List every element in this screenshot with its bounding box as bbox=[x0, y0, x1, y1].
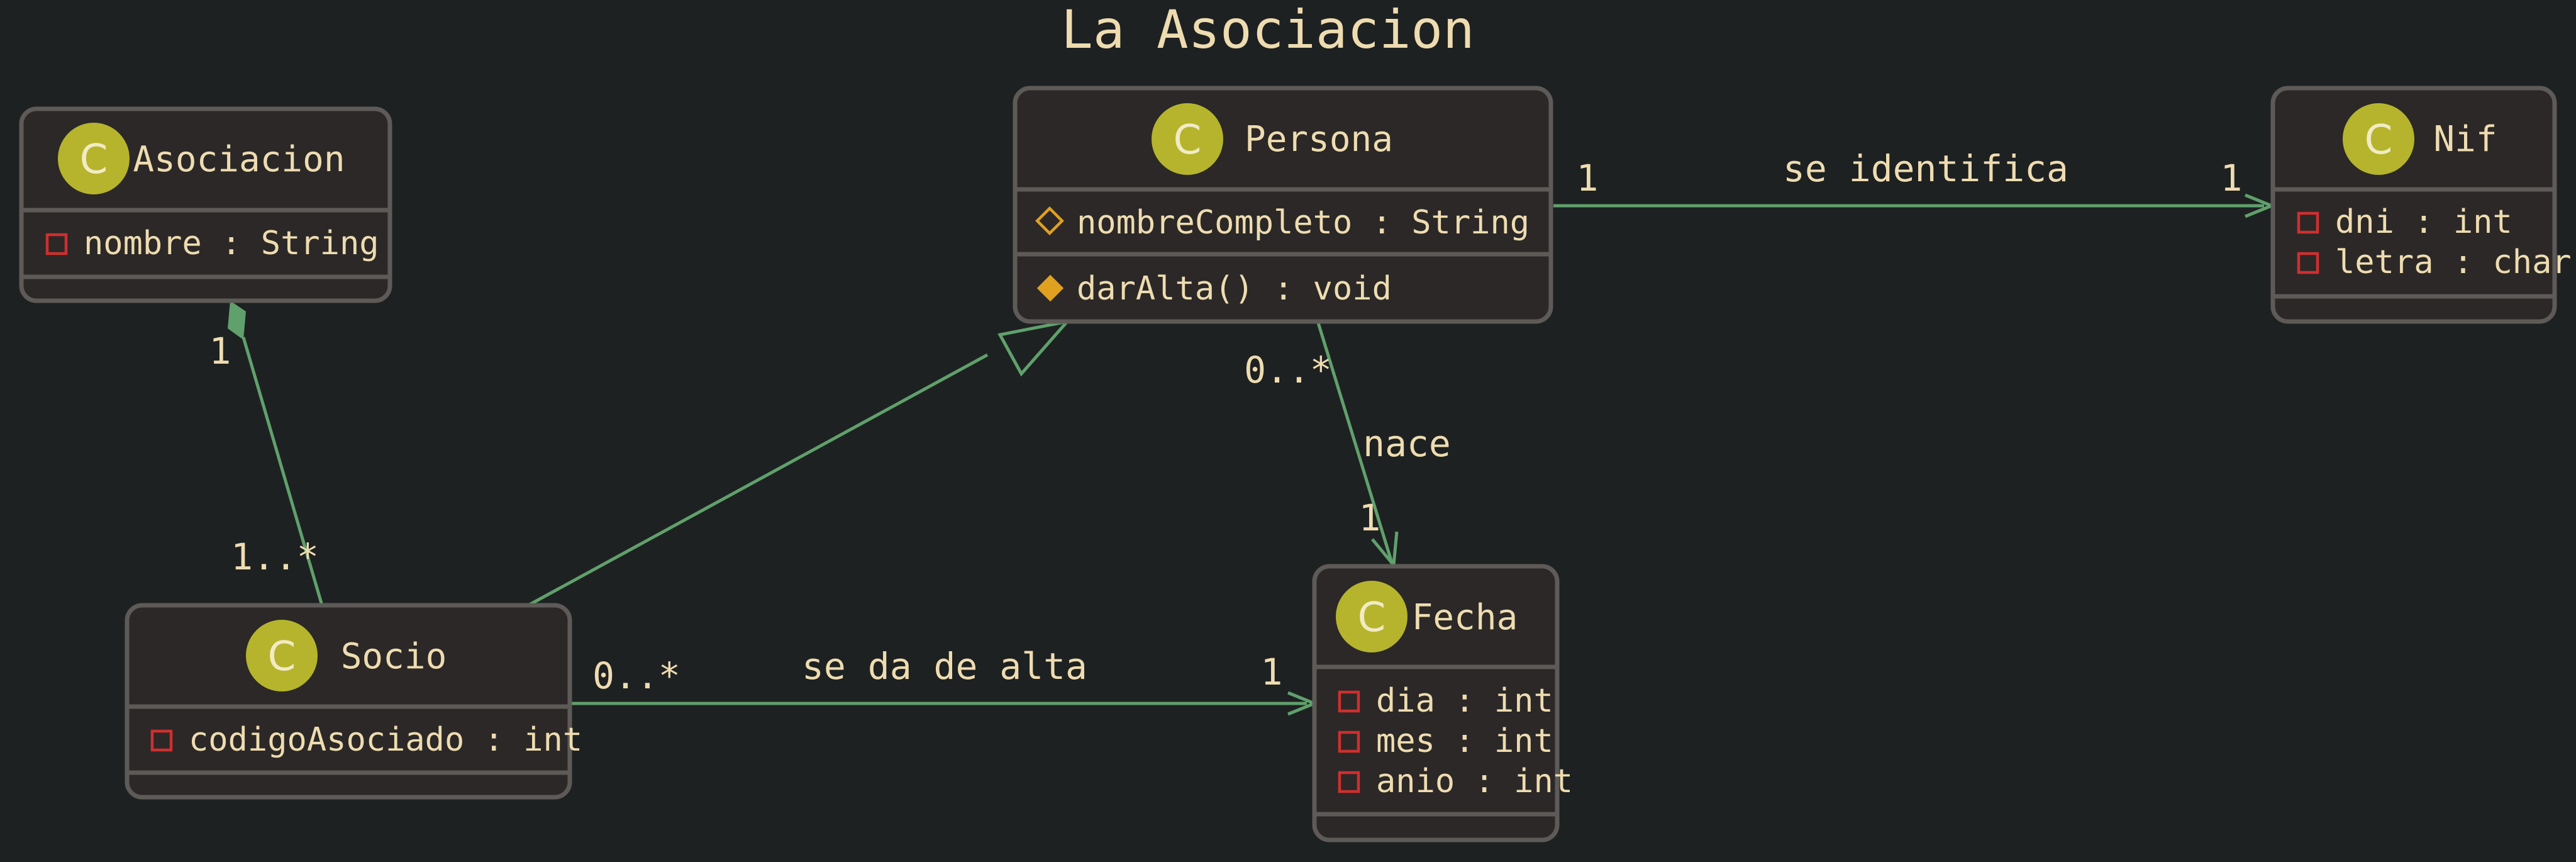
relation-persona-fecha: nace 0..* 1 bbox=[1244, 322, 1451, 569]
private-attribute-icon bbox=[1338, 730, 1360, 753]
attribute-anio: anio : int bbox=[1376, 763, 1573, 800]
class-nif[interactable]: C Nif dni : int letra : char bbox=[2270, 86, 2572, 324]
multiplicity-nif-side: 1 bbox=[2221, 157, 2243, 199]
private-attribute-icon bbox=[1338, 690, 1360, 713]
class-icon bbox=[58, 123, 130, 194]
relation-socio-fecha: se da de alta 0..* 1 bbox=[570, 645, 1319, 716]
multiplicity-persona-side: 1 bbox=[1577, 157, 1599, 199]
class-name-nif: Nif bbox=[2433, 119, 2497, 160]
attribute-dia: dia : int bbox=[1376, 682, 1553, 720]
composition-diamond bbox=[228, 301, 246, 340]
class-name-socio: Socio bbox=[341, 636, 447, 677]
class-icon bbox=[246, 620, 318, 691]
multiplicity-socio-side: 1..* bbox=[231, 535, 319, 578]
relation-asociacion-socio: 1 1..* bbox=[209, 301, 324, 606]
class-socio[interactable]: C Socio codigoAsociado : int bbox=[125, 603, 582, 800]
attribute-dni: dni : int bbox=[2335, 203, 2512, 241]
attribute-mes: mes : int bbox=[1376, 722, 1553, 760]
multiplicity-socio-fecha-source: 0..* bbox=[592, 654, 680, 697]
relation-socio-persona-generalization bbox=[527, 319, 1072, 607]
relation-persona-nif: se identifica 1 1 bbox=[1553, 147, 2276, 218]
multiplicity-persona-fecha-source: 0..* bbox=[1244, 349, 1332, 391]
attribute-nombreCompleto: nombreCompleto : String bbox=[1077, 204, 1530, 242]
class-icon-letter: C bbox=[80, 137, 108, 183]
protected-method-icon bbox=[1036, 274, 1064, 302]
private-attribute-icon bbox=[2297, 211, 2319, 234]
diagram-title: La Asociacion bbox=[1061, 0, 1474, 60]
class-asociacion[interactable]: C Asociacion nombre : String bbox=[19, 106, 392, 303]
attribute-letra: letra : char bbox=[2335, 243, 2572, 281]
private-attribute-icon bbox=[2297, 252, 2319, 274]
class-icon-letter: C bbox=[1358, 595, 1386, 641]
class-name-asociacion: Asociacion bbox=[133, 139, 345, 180]
relation-label-se-da-de-alta: se da de alta bbox=[802, 645, 1087, 688]
private-attribute-icon bbox=[1338, 771, 1360, 793]
private-attribute-icon bbox=[45, 233, 68, 255]
inheritance-triangle bbox=[997, 319, 1072, 377]
attribute-codigoAsociado: codigoAsociado : int bbox=[189, 721, 582, 759]
class-name-persona: Persona bbox=[1245, 119, 1393, 160]
multiplicity-asociacion-side: 1 bbox=[209, 330, 231, 372]
class-persona[interactable]: C Persona nombreCompleto : String darAlt… bbox=[1013, 86, 1553, 324]
class-icon-letter: C bbox=[2365, 117, 2393, 164]
relation-label-nace: nace bbox=[1363, 422, 1451, 465]
class-icon-letter: C bbox=[268, 634, 296, 680]
method-darAlta: darAlta() : void bbox=[1077, 270, 1392, 308]
class-name-fecha: Fecha bbox=[1412, 597, 1518, 638]
class-fecha[interactable]: C Fecha dia : int mes : int anio : int bbox=[1312, 564, 1573, 842]
class-icon bbox=[1152, 103, 1223, 175]
relation-label-se-identifica: se identifica bbox=[1783, 147, 2068, 190]
protected-attribute-icon bbox=[1035, 206, 1064, 235]
attribute-nombre: nombre : String bbox=[84, 225, 379, 262]
private-attribute-icon bbox=[150, 729, 173, 752]
multiplicity-socio-fecha-target: 1 bbox=[1261, 651, 1283, 693]
class-icon bbox=[2343, 103, 2414, 175]
multiplicity-persona-fecha-target: 1 bbox=[1359, 496, 1381, 539]
class-icon-letter: C bbox=[1174, 117, 1202, 164]
class-icon bbox=[1336, 581, 1407, 652]
